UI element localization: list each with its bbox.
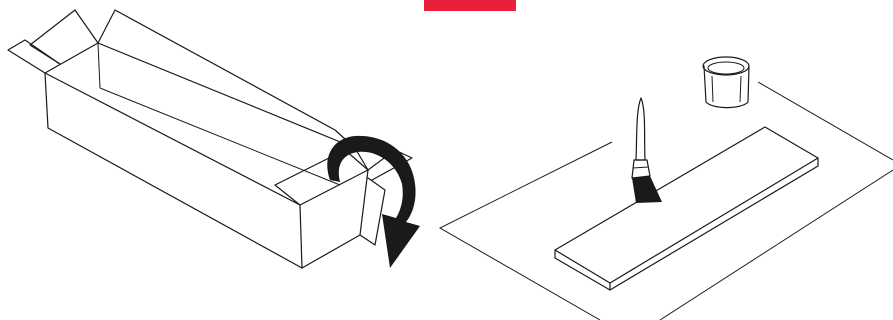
curved-arrow-icon	[327, 135, 420, 268]
work-surface	[438, 81, 893, 320]
paint-can-icon	[702, 56, 750, 109]
accent-tab	[424, 0, 516, 11]
wooden-board	[554, 126, 819, 291]
paint-brush-icon	[631, 97, 662, 203]
